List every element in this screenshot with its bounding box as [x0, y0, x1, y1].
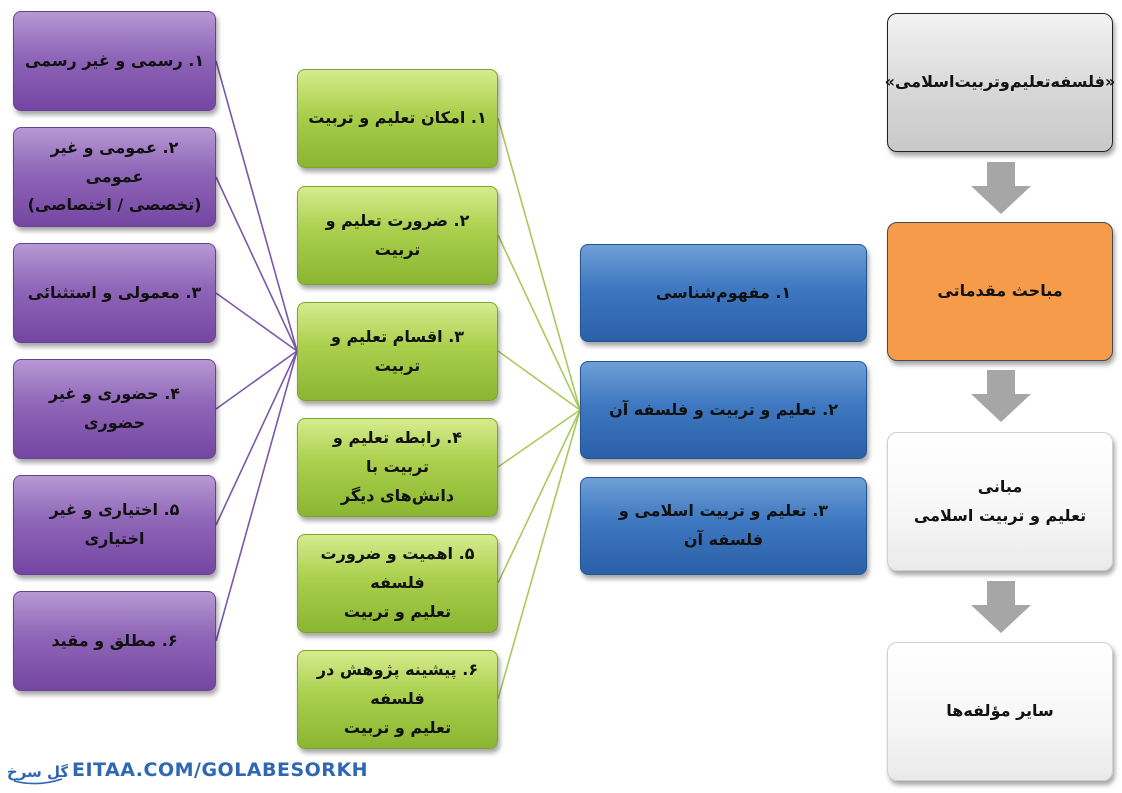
- type-connector-3: [215, 292, 298, 352]
- topic-box-3[interactable]: ۳. تعلیم و تربیت اسلامی و فلسفه آن: [580, 477, 867, 575]
- foundations-label: مبانی تعلیم و تربیت اسلامی: [913, 476, 1087, 525]
- subtopic-label-4: ۴. رابطه تعلیم و تربیت با دانش‌های دیگر: [332, 428, 463, 505]
- topic-label-1: ۱. مفهوم‌شناسی: [655, 282, 792, 302]
- topic-box-1[interactable]: ۱. مفهوم‌شناسی: [580, 244, 867, 342]
- title-box[interactable]: «فلسفه‌تعلیم‌وتربیت‌اسلامی»: [884, 13, 1116, 152]
- subtopic-connector-2: [497, 234, 581, 411]
- subtopic-box-5[interactable]: ۵. اهمیت و ضرورت فلسفه تعلیم و تربیت: [297, 534, 498, 633]
- type-box-5[interactable]: ۵. اختیاری و غیر اختیاری: [13, 475, 216, 575]
- type-box-1[interactable]: ۱. رسمی و غیر رسمی: [13, 11, 216, 111]
- subtopic-box-4[interactable]: ۴. رابطه تعلیم و تربیت با دانش‌های دیگر: [297, 418, 498, 517]
- subtopic-label-3: ۳. اقسام تعلیم و تربیت: [330, 326, 465, 375]
- topic-box-2[interactable]: ۲. تعلیم و تربیت و فلسفه آن: [580, 361, 867, 459]
- subtopic-connector-3: [497, 350, 581, 411]
- type-label-4: ۴. حضوری و غیر حضوری: [48, 384, 181, 432]
- type-box-6[interactable]: ۶. مطلق و مقید: [13, 591, 216, 691]
- title-label: «فلسفه‌تعلیم‌وتربیت‌اسلامی»: [884, 72, 1116, 92]
- type-label-2: ۲. عمومی و غیر عمومی (تخصصی / اختصاصی): [27, 137, 202, 215]
- rose-logo-icon: گل سرخ: [8, 763, 68, 785]
- subtopic-box-6[interactable]: ۶. پیشینه پژوهش در فلسفه تعلیم و تربیت: [297, 650, 498, 749]
- subtopic-box-1[interactable]: ۱. امکان تعلیم و تربیت: [297, 69, 498, 168]
- subtopic-label-5: ۵. اهمیت و ضرورت فلسفه تعلیم و تربیت: [320, 544, 475, 621]
- topic-label-3: ۳. تعلیم و تربیت اسلامی و فلسفه آن: [618, 501, 829, 549]
- other-components-label: سایر مؤلفه‌ها: [946, 701, 1054, 721]
- type-label-6: ۶. مطلق و مقید: [51, 630, 178, 650]
- other-components-box[interactable]: سایر مؤلفه‌ها: [887, 642, 1113, 781]
- logo-script: گل سرخ: [8, 763, 68, 781]
- subtopic-connector-4: [497, 409, 581, 468]
- intro-topics-box[interactable]: مباحث مقدماتی: [887, 222, 1113, 361]
- subtopic-connector-6: [497, 409, 581, 700]
- type-connector-5: [215, 350, 298, 526]
- subtopic-connector-1: [497, 117, 581, 411]
- subtopic-box-3[interactable]: ۳. اقسام تعلیم و تربیت: [297, 302, 498, 401]
- type-label-5: ۵. اختیاری و غیر اختیاری: [49, 500, 180, 548]
- logo-url: EITAA.COM/GOLABESORKH: [72, 759, 369, 781]
- down-arrow-1: [971, 162, 1031, 214]
- subtopic-connector-5: [497, 409, 581, 584]
- topic-label-2: ۲. تعلیم و تربیت و فلسفه آن: [609, 399, 838, 419]
- down-arrow-3: [971, 581, 1031, 633]
- subtopic-label-6: ۶. پیشینه پژوهش در فلسفه تعلیم و تربیت: [316, 660, 479, 737]
- type-connector-6: [215, 350, 298, 642]
- type-label-1: ۱. رسمی و غیر رسمی: [24, 50, 205, 70]
- type-box-3[interactable]: ۳. معمولی و استثنائی: [13, 243, 216, 343]
- foundations-box[interactable]: مبانی تعلیم و تربیت اسلامی: [887, 432, 1113, 571]
- type-label-3: ۳. معمولی و استثنائی: [27, 282, 202, 302]
- subtopic-box-2[interactable]: ۲. ضرورت تعلیم و تربیت: [297, 186, 498, 285]
- type-connector-4: [215, 350, 298, 410]
- type-box-4[interactable]: ۴. حضوری و غیر حضوری: [13, 359, 216, 459]
- down-arrow-2: [971, 370, 1031, 422]
- type-connector-1: [215, 60, 298, 352]
- type-box-2[interactable]: ۲. عمومی و غیر عمومی (تخصصی / اختصاصی): [13, 127, 216, 227]
- subtopic-label-1: ۱. امکان تعلیم و تربیت: [308, 108, 487, 128]
- watermark-logo[interactable]: گل سرخ EITAA.COM/GOLABESORKH: [8, 753, 368, 787]
- type-connector-2: [215, 176, 298, 352]
- intro-topics-label: مباحث مقدماتی: [937, 281, 1063, 301]
- subtopic-label-2: ۲. ضرورت تعلیم و تربیت: [325, 210, 470, 259]
